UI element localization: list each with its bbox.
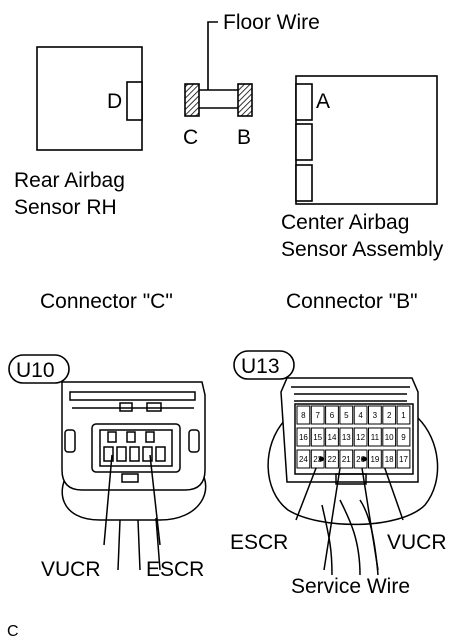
pin-number: 22 — [328, 455, 337, 464]
center-sensor-label-line2: Sensor Assembly — [281, 238, 444, 261]
pin-cell — [296, 405, 311, 425]
pin-cell — [353, 449, 368, 469]
pin-number: 4 — [358, 411, 363, 420]
figure-code: C — [7, 623, 19, 640]
pin-cell — [382, 405, 397, 425]
pin-number: 10 — [385, 433, 394, 442]
center-sensor-label-line1: Center Airbag — [281, 211, 409, 234]
center-sensor-connector-letter: A — [316, 90, 330, 113]
terminal-dot — [361, 456, 367, 462]
pin-number: 9 — [401, 433, 406, 442]
pin-number: 24 — [299, 455, 308, 464]
pin-number: 12 — [356, 433, 365, 442]
pin-cell — [339, 449, 354, 469]
pin-number: 7 — [315, 411, 320, 420]
connector-b-code-badge — [233, 350, 295, 380]
pin-cell — [310, 449, 325, 469]
pin-cell — [296, 427, 311, 447]
wire-end-b-letter: B — [237, 126, 251, 149]
service-wire-label: Service Wire — [291, 575, 410, 598]
connector-c-heading: Connector "C" — [40, 290, 173, 313]
pin-number: 15 — [313, 433, 322, 442]
connector-b-code: U13 — [241, 355, 280, 378]
rear-sensor-label-line1: Rear Airbag — [14, 169, 125, 192]
pin-number: 1 — [401, 411, 406, 420]
pin-number: 23 — [313, 455, 322, 464]
pin-number: 2 — [387, 411, 392, 420]
pin-cell — [396, 449, 411, 469]
pin-number: 17 — [399, 455, 408, 464]
pin-cell — [368, 405, 382, 425]
pin-cell — [325, 405, 339, 425]
pin-cell — [368, 449, 382, 469]
pin-number: 3 — [373, 411, 378, 420]
pin-cell — [325, 449, 339, 469]
rear-sensor-label-line2: Sensor RH — [14, 196, 117, 219]
pin-cell — [396, 405, 411, 425]
pin-cell — [396, 427, 411, 447]
center-airbag-sensor-box — [295, 75, 438, 205]
wire-end-b-hatched — [237, 83, 253, 117]
pin-cell — [339, 405, 354, 425]
pin-cell — [325, 427, 339, 447]
pin-number: 20 — [356, 455, 365, 464]
pin-cell — [310, 405, 325, 425]
pin-number: 14 — [328, 433, 337, 442]
wire-end-c-hatched — [184, 83, 200, 117]
pin-cell — [353, 427, 368, 447]
pin-number: 11 — [371, 433, 380, 442]
connector-b-heading: Connector "B" — [286, 290, 418, 313]
pin-cell — [310, 427, 325, 447]
pin-cell — [339, 427, 354, 447]
connector-c-code: U10 — [16, 359, 55, 382]
floor-wire-label: Floor Wire — [223, 11, 320, 34]
pin-cell — [382, 427, 397, 447]
wire-end-c-letter: C — [183, 126, 198, 149]
floor-wire-leader — [207, 21, 218, 90]
connector-b-label-escr: ESCR — [230, 531, 288, 554]
pin-number: 19 — [370, 455, 379, 464]
pin-cell — [368, 427, 382, 447]
pin-number: 18 — [385, 455, 394, 464]
pin-cell — [382, 449, 397, 469]
connector-c-label-escr: ESCR — [146, 558, 204, 581]
terminal-dot — [318, 456, 324, 462]
rear-airbag-sensor-box — [36, 46, 143, 151]
pin-cell — [353, 405, 368, 425]
connector-c-drawing — [61, 381, 207, 571]
connector-c-code-badge — [8, 354, 70, 384]
rear-sensor-connector-letter: D — [107, 90, 122, 113]
pin-cell — [296, 449, 311, 469]
pin-number: 16 — [299, 433, 308, 442]
pin-number: 13 — [342, 433, 351, 442]
pin-number: 5 — [344, 411, 349, 420]
floor-wire-harness — [184, 83, 253, 117]
pin-number: 21 — [342, 455, 351, 464]
pin-number: 8 — [301, 411, 306, 420]
pin-number: 6 — [330, 411, 335, 420]
connector-b-label-vucr: VUCR — [387, 531, 447, 554]
connector-c-label-vucr: VUCR — [41, 558, 101, 581]
